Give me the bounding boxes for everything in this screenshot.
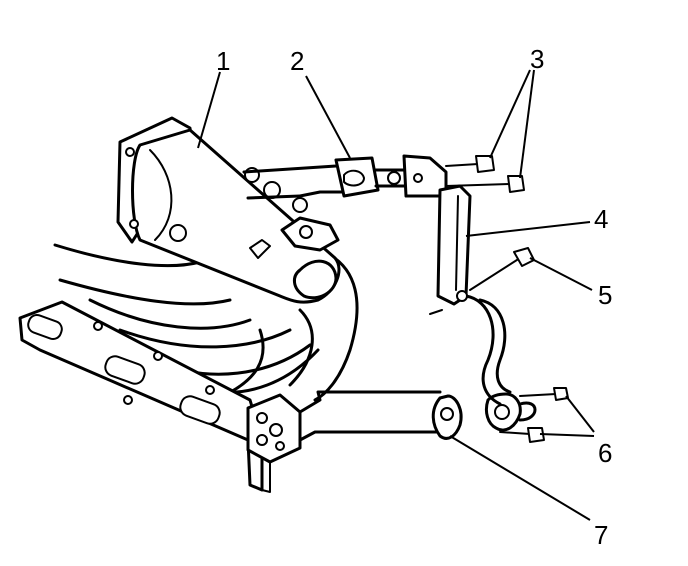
pipe-assembly — [298, 390, 537, 442]
support-strap — [429, 184, 512, 406]
strap-bolt — [469, 247, 535, 291]
heat-shield — [116, 116, 341, 304]
bracket-bolts — [445, 155, 525, 193]
callout-6: 6 — [598, 438, 612, 468]
callout-7: 7 — [594, 520, 608, 550]
manifold-flange — [18, 300, 271, 493]
callout-5: 5 — [598, 280, 612, 310]
callout-3: 3 — [530, 44, 544, 74]
manifold-outlet-flange — [246, 393, 302, 464]
leader-lines — [197, 69, 595, 521]
callout-2: 2 — [290, 46, 304, 76]
callout-4: 4 — [594, 204, 608, 234]
upper-bracket — [242, 154, 448, 200]
callout-1: 1 — [216, 46, 230, 76]
